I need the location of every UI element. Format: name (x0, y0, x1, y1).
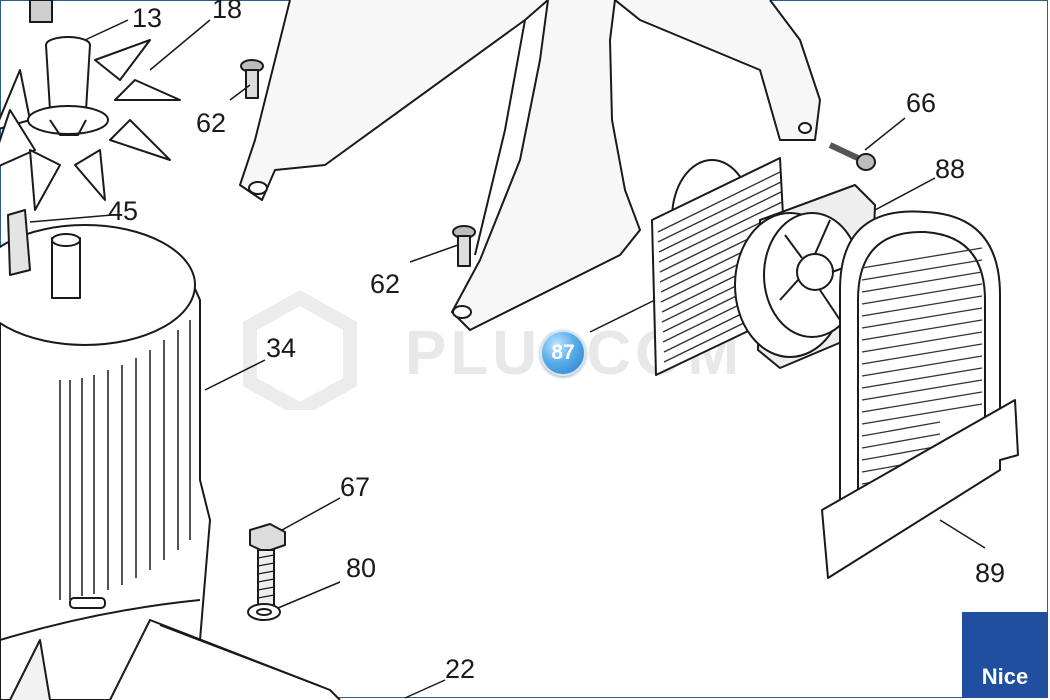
selected-part-badge-87[interactable]: 87 (540, 330, 586, 376)
callout-62-top[interactable]: 62 (196, 108, 226, 138)
callout-18[interactable]: 18 (212, 0, 242, 24)
callout-13[interactable]: 13 (132, 3, 162, 33)
callout-34[interactable]: 34 (266, 333, 296, 363)
callout-67[interactable]: 67 (340, 472, 370, 502)
part-axial-fan-88[interactable] (734, 184, 876, 369)
callout-80[interactable]: 80 (346, 553, 376, 583)
callout-89[interactable]: 89 (975, 558, 1005, 588)
part-base-22[interactable] (109, 619, 341, 700)
part-filter-cover-89[interactable] (821, 210, 1019, 579)
callout-22[interactable]: 22 (445, 654, 475, 684)
part-screw-62-top[interactable] (240, 59, 264, 99)
brand-logo: Nice (962, 612, 1048, 698)
part-bolt-67[interactable] (249, 523, 286, 606)
part-screw-66[interactable] (828, 142, 876, 171)
part-housing-frame[interactable] (239, 0, 821, 331)
part-impeller[interactable] (0, 0, 181, 211)
part-screw-62-middle[interactable] (452, 225, 476, 267)
part-grille-87[interactable] (651, 157, 789, 376)
part-washer-80[interactable] (247, 603, 281, 621)
callout-88[interactable]: 88 (935, 154, 965, 184)
part-motor-34[interactable] (0, 209, 211, 700)
watermark-logo-icon (243, 290, 357, 410)
callout-66[interactable]: 66 (906, 88, 936, 118)
callout-45[interactable]: 45 (108, 196, 138, 226)
callout-62-middle[interactable]: 62 (370, 269, 400, 299)
